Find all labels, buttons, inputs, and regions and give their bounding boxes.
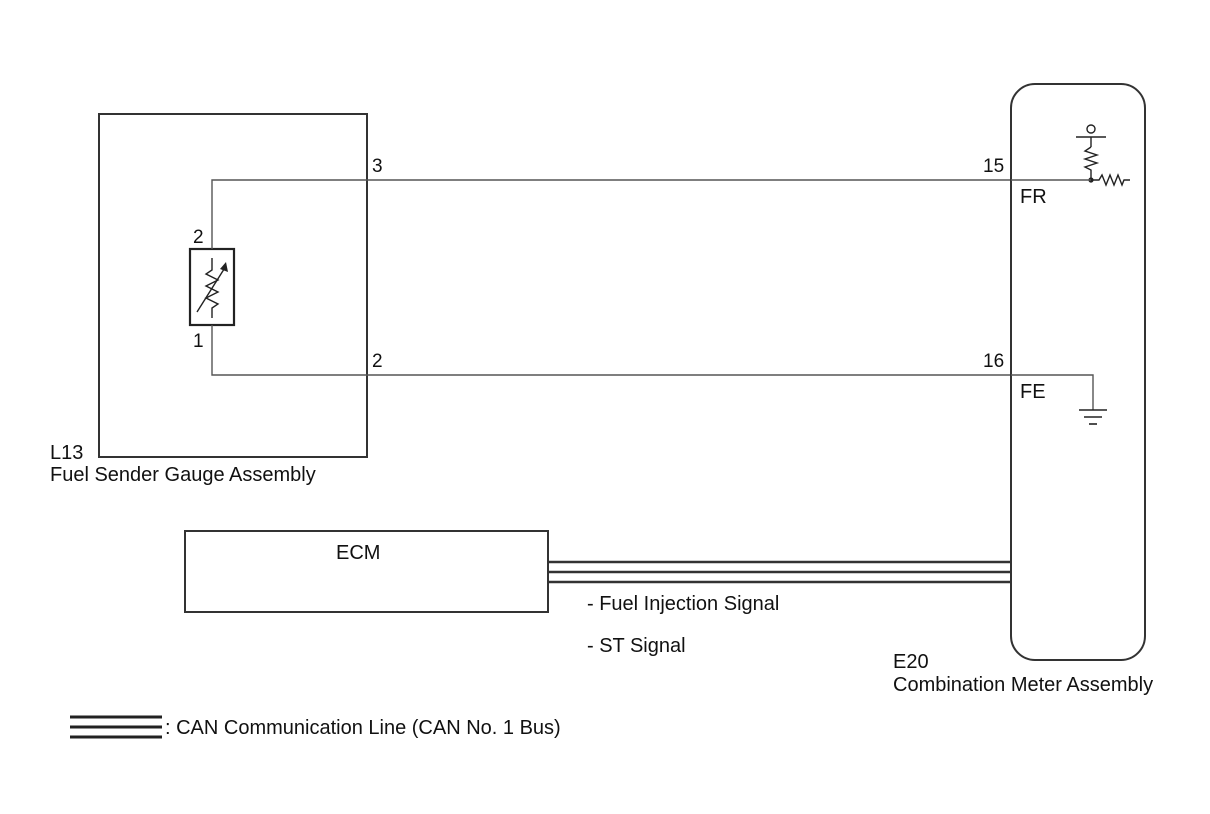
fuel-sender-box <box>98 113 368 458</box>
sender-code: L13 <box>50 442 83 464</box>
meter-resistor-icon <box>1011 124 1130 187</box>
sender-pin-upper: 3 <box>372 156 383 177</box>
sender-name: Fuel Sender Gauge Assembly <box>50 464 316 486</box>
meter-pin-upper: 15 <box>983 156 1004 177</box>
wire-fe <box>211 325 1011 376</box>
sender-pin-lower: 2 <box>372 351 383 372</box>
meter-signal-fr: FR <box>1020 186 1047 208</box>
signal-st: - ST Signal <box>587 635 686 657</box>
legend-can-label: : CAN Communication Line (CAN No. 1 Bus) <box>165 717 561 739</box>
variable-resistor-icon <box>188 247 236 327</box>
meter-signal-fe: FE <box>1020 381 1046 403</box>
can-bus-line-icon <box>548 560 1011 584</box>
ecm-label: ECM <box>336 542 380 564</box>
resistor-pin-bottom: 1 <box>193 331 204 352</box>
signal-fuel-injection: - Fuel Injection Signal <box>587 593 779 615</box>
meter-code: E20 <box>893 651 929 673</box>
wire-fr <box>211 179 1011 249</box>
resistor-pin-top: 2 <box>193 227 204 248</box>
meter-pin-lower: 16 <box>983 351 1004 372</box>
combination-meter-box <box>1010 83 1146 661</box>
ground-icon <box>1011 374 1107 425</box>
meter-name: Combination Meter Assembly <box>893 674 1153 696</box>
legend-can-symbol <box>70 715 162 739</box>
